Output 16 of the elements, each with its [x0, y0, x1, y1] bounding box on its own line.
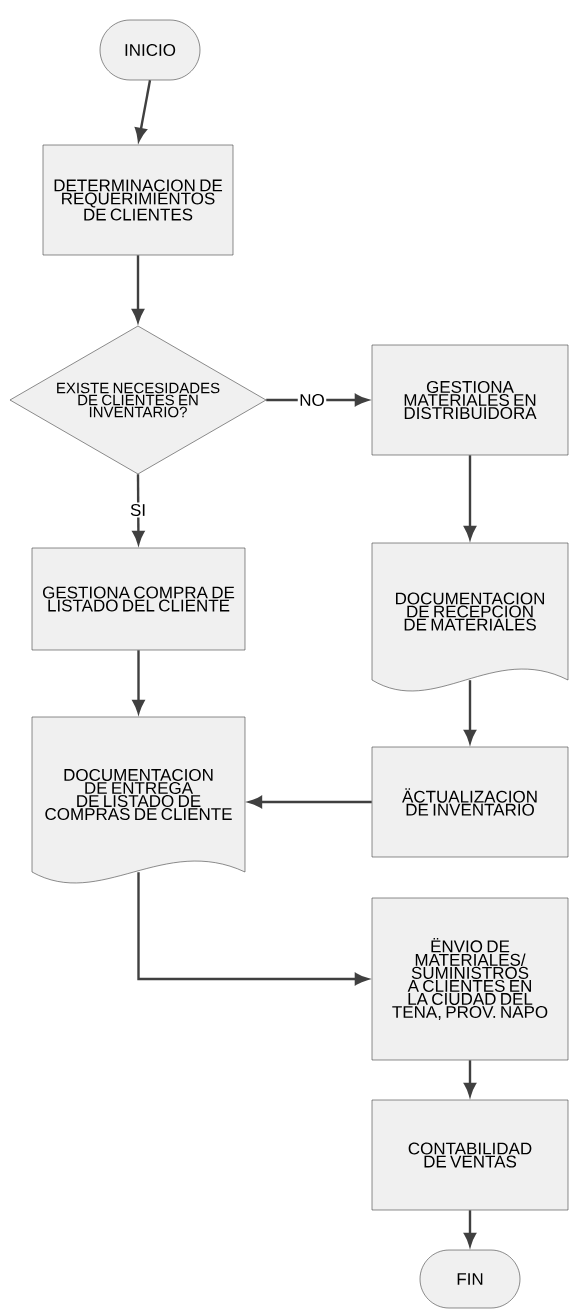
process-box: ÄCTUALIZACION DE INVENTARIO	[371, 746, 569, 858]
terminal-oval: FIN	[419, 1249, 521, 1309]
arrow	[134, 80, 152, 142]
process-box: DETERMINACION DE REQUERIMIENTOS DE CLIENTES	[42, 144, 234, 256]
arrow	[464, 1060, 476, 1097]
arrow	[464, 455, 476, 540]
arrow	[132, 255, 144, 323]
process-box: ËNVIO DE MATERIALES/ SUMINISTROS A CLIENTES EN LA CIUDAD DEL TENA, PROV. NAPO	[371, 897, 569, 1061]
process-box: GESTIONA COMPRA DE LISTADO DEL CLIENTE	[31, 547, 246, 651]
process-box: CONTABILIDAD DE VENTAS	[371, 1099, 569, 1211]
arrow	[464, 1210, 476, 1247]
arrow	[464, 680, 476, 744]
process-box: GESTIONA MATERIALES EN DISTRIBUIDORA	[371, 344, 569, 456]
arrow	[248, 796, 372, 809]
edge-label: NO	[297, 392, 327, 408]
arrow	[137, 872, 369, 986]
